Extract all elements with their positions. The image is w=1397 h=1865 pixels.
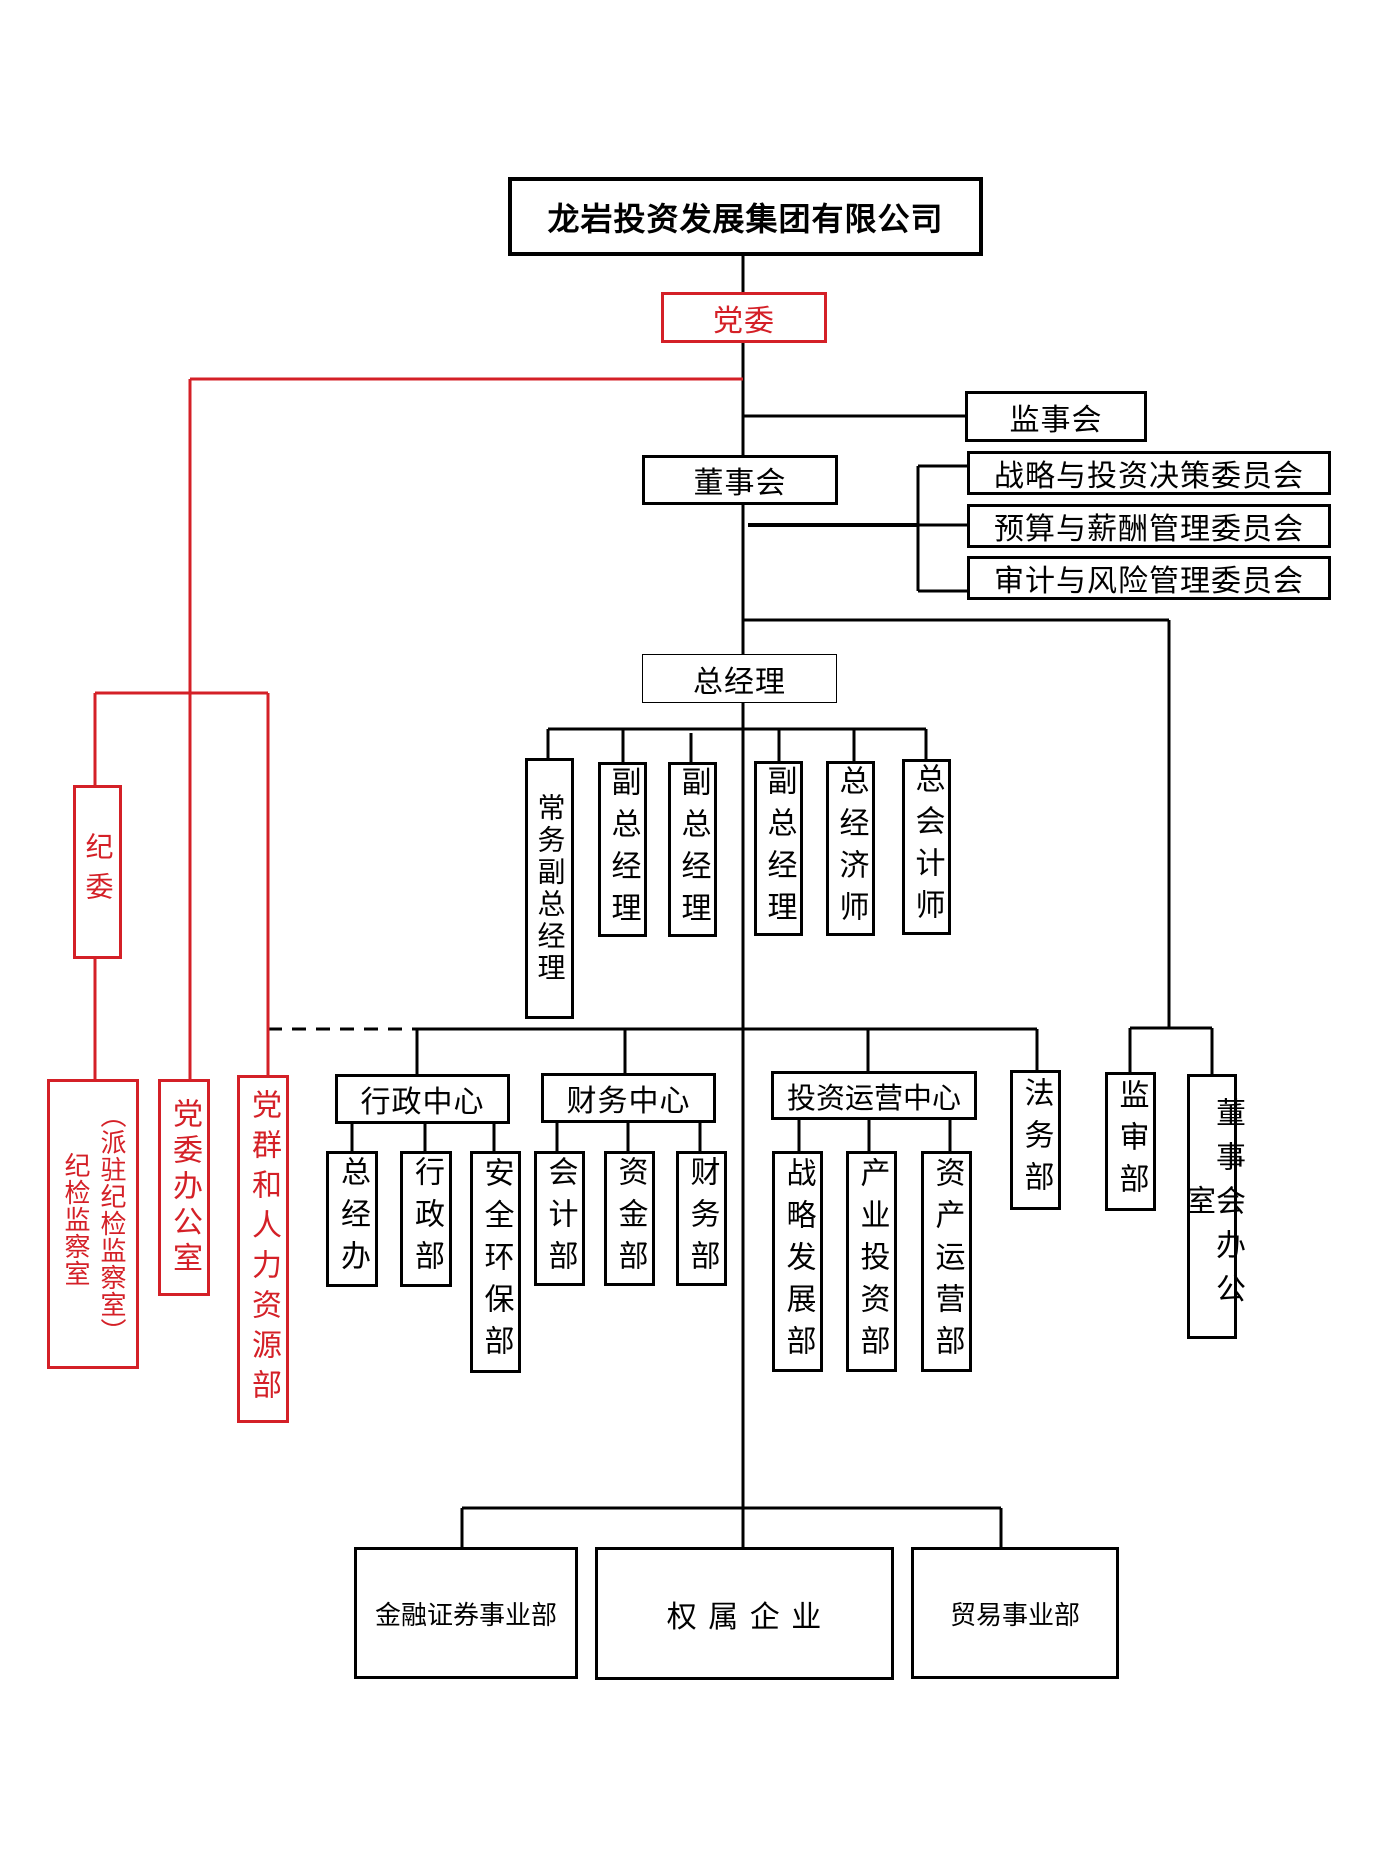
- committee-audit: 审计与风险管理委员会: [967, 556, 1331, 600]
- executive-box: 总会计师: [902, 759, 951, 935]
- executive-box: 副总经理: [754, 761, 803, 936]
- board-office-box: 董事会办公室: [1180, 1074, 1245, 1339]
- committee-budget: 预算与薪酬管理委员会: [967, 504, 1331, 548]
- discipline-office-note: （派驻纪检监察室）: [96, 1102, 126, 1345]
- executive-box: 副总经理: [668, 762, 717, 937]
- audit-department-box: 监审部: [1105, 1072, 1156, 1211]
- business-unit-trade: 贸易事业部: [911, 1547, 1119, 1679]
- center-admin-box: 行政中心: [335, 1074, 510, 1124]
- party-office-box: 党委办公室: [158, 1079, 210, 1296]
- company-title: 龙岩投资发展集团有限公司: [547, 199, 944, 238]
- department-box: 安全环保部: [470, 1151, 521, 1373]
- general-manager-box: 总经理: [642, 654, 837, 703]
- discipline-office-label: 纪检监察室: [60, 1152, 90, 1287]
- department-box: 资产运营部: [921, 1151, 972, 1372]
- party-hr-box: 党群和人力资源部: [237, 1075, 289, 1423]
- executive-box: 副总经理: [598, 762, 647, 937]
- department-box: 产业投资部: [846, 1151, 897, 1372]
- board-box: 董事会: [642, 455, 838, 505]
- legal-department-box: 法务部: [1010, 1070, 1061, 1210]
- discipline-office-box: （派驻纪检监察室） 纪检监察室: [47, 1079, 139, 1369]
- department-box: 财务部: [676, 1151, 727, 1286]
- committee-strategy: 战略与投资决策委员会: [967, 451, 1331, 495]
- executive-box: 总经济师: [826, 761, 875, 936]
- department-box: 战略发展部: [772, 1151, 823, 1372]
- company-title-box: 龙岩投资发展集团有限公司: [508, 177, 983, 256]
- department-box: 会计部: [534, 1151, 585, 1286]
- supervisory-board-box: 监事会: [965, 391, 1147, 442]
- party-committee-box: 党委: [661, 292, 827, 343]
- discipline-committee-box: 纪委: [73, 785, 122, 959]
- business-unit-subsidiaries: 权 属 企 业: [595, 1547, 894, 1680]
- executive-box: 常务副总经理: [525, 758, 574, 1019]
- department-box: 行政部: [400, 1151, 452, 1287]
- center-finance-box: 财务中心: [541, 1073, 716, 1123]
- department-box: 资金部: [604, 1151, 655, 1286]
- business-unit-finance: 金融证券事业部: [354, 1547, 578, 1679]
- center-investment-box: 投资运营中心: [771, 1071, 977, 1120]
- department-box: 总经办: [326, 1151, 378, 1287]
